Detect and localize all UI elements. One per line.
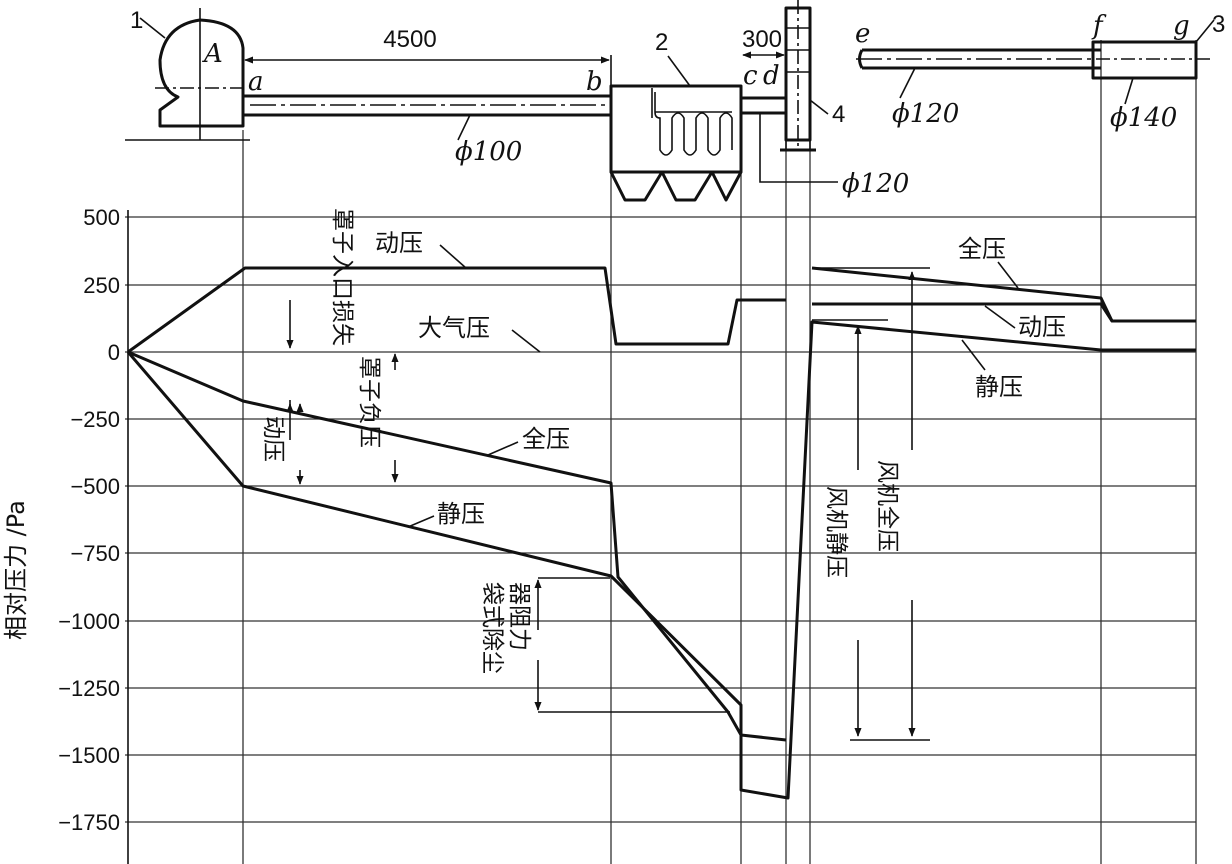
y-tick-label: −500 xyxy=(70,474,120,499)
diameter-120-fan-inlet: ϕ120 xyxy=(842,169,909,199)
point-b: b xyxy=(586,67,603,97)
hood xyxy=(125,8,250,141)
point-a: a xyxy=(248,67,264,97)
diameter-100: ϕ100 xyxy=(455,137,522,167)
duct-schematic xyxy=(125,0,1210,202)
hood-negative-pressure-annotation: 罩子负压 xyxy=(356,353,399,483)
part-number-4: 4 xyxy=(832,101,845,128)
curve-static-pressure xyxy=(126,320,1196,800)
point-f: f xyxy=(1091,11,1107,41)
bag-filter-text-line2: 器阻力 xyxy=(506,582,532,651)
y-tick-label: 250 xyxy=(83,273,120,298)
grid xyxy=(125,40,1197,864)
label-total-left: 全压 xyxy=(522,425,570,453)
point-d: d xyxy=(763,61,780,91)
point-e: e xyxy=(855,19,870,49)
diameter-140: ϕ140 xyxy=(1110,103,1177,133)
label-total-right: 全压 xyxy=(958,235,1006,263)
label-static-right: 静压 xyxy=(975,373,1023,401)
y-tick-label: −1000 xyxy=(58,609,120,634)
label-dynamic-right: 动压 xyxy=(1018,313,1066,341)
hood-entry-loss-annotation: 罩子入口损失 xyxy=(286,208,355,440)
y-tick-label: 500 xyxy=(83,205,120,230)
dimension-300: 300 xyxy=(742,26,785,59)
part-number-1: 1 xyxy=(130,7,143,34)
point-g: g xyxy=(1173,11,1190,41)
dynamic-pressure-annotation: 动压 xyxy=(260,403,304,485)
label-dynamic-left: 动压 xyxy=(375,229,423,257)
y-tick-label: −1750 xyxy=(58,810,120,835)
point-c: c xyxy=(743,61,758,91)
y-tick-label: 0 xyxy=(108,340,120,365)
fan-static-pressure-annotation: 风机静压 xyxy=(823,325,862,737)
fan xyxy=(780,0,816,152)
dynamic-pressure-text: 动压 xyxy=(260,416,286,462)
dimension-4500: 4500 xyxy=(244,26,612,96)
diameter-120-outlet: ϕ120 xyxy=(892,99,959,129)
y-tick-label: −1500 xyxy=(58,743,120,768)
fan-total-pressure-text: 风机全压 xyxy=(874,460,900,552)
y-tick-label: −250 xyxy=(70,407,120,432)
dim-300-label: 300 xyxy=(742,26,782,53)
point-A: A xyxy=(202,39,223,69)
hood-negative-pressure-text: 罩子负压 xyxy=(356,356,382,448)
dim-4500-label: 4500 xyxy=(383,26,436,53)
part-number-2: 2 xyxy=(655,29,668,56)
y-axis: 500 250 0 −250 −500 −750 −1000 −1250 −15… xyxy=(2,205,120,835)
part-number-3: 3 xyxy=(1212,11,1225,38)
y-tick-label: −1250 xyxy=(58,676,120,701)
bag-filter xyxy=(609,84,743,202)
fan-total-pressure-annotation: 风机全压 xyxy=(874,271,916,737)
hood-entry-loss-text: 罩子入口损失 xyxy=(329,208,355,346)
y-axis-title: 相对压力 /Pa xyxy=(2,500,30,640)
y-tick-label: −750 xyxy=(70,541,120,566)
label-atmospheric: 大气压 xyxy=(418,314,490,342)
bag-filter-text-line1: 袋式除尘 xyxy=(479,582,505,674)
fan-static-pressure-text: 风机静压 xyxy=(823,486,849,578)
bag-filter-resistance-annotation: 袋式除尘 器阻力 xyxy=(479,577,730,713)
label-static-left: 静压 xyxy=(437,500,485,528)
